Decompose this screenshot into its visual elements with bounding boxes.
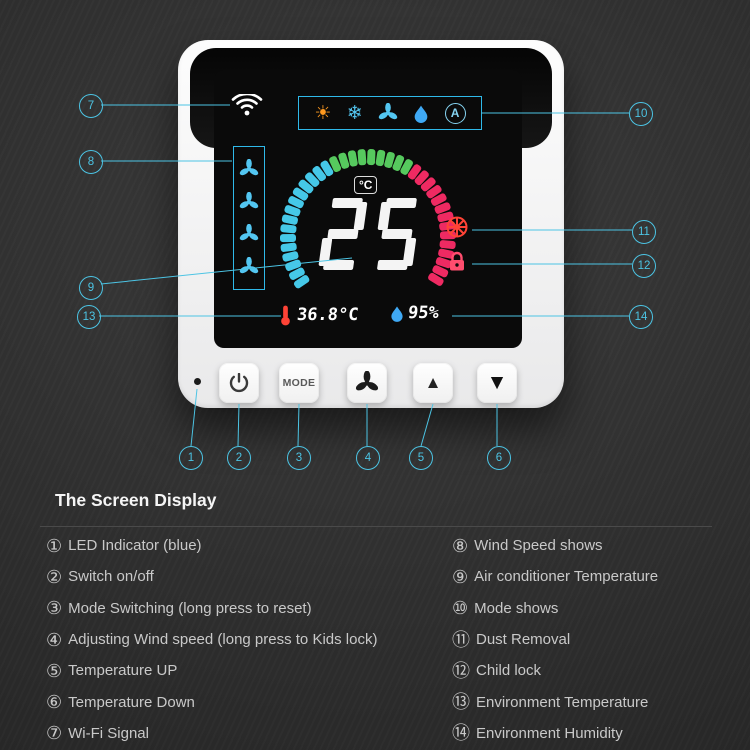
callout-line-3 — [297, 403, 300, 447]
temperature-unit-badge: °C — [354, 176, 378, 194]
mode-button: MODE — [279, 363, 319, 403]
legend-item-12: ⑫ Child lock — [452, 655, 658, 686]
environment-humidity-readout: 95% — [390, 303, 440, 323]
legend-num-14: ⑭ — [452, 723, 470, 744]
callout-number-3: 3 — [287, 446, 311, 470]
cool-snowflake-mode-icon: ❄ — [346, 102, 363, 124]
legend-label-13: Environment Temperature — [476, 693, 649, 711]
legend-num-10: ⑩ — [452, 598, 469, 619]
callout-number-1: 1 — [179, 446, 203, 470]
legend-left-column: ① LED Indicator (blue) ② Switch on/off ③ Mo… — [46, 530, 377, 749]
legend-num-7: ⑦ — [46, 723, 63, 744]
mode-icons-group: ☀ ❄ A — [298, 96, 482, 130]
legend-item-9: ⑨ Air conditioner Temperature — [452, 561, 658, 592]
legend-label-11: Dust Removal — [476, 631, 571, 649]
legend-label-5: Temperature UP — [68, 662, 178, 680]
legend-item-2: ② Switch on/off — [46, 561, 377, 592]
auto-mode-icon: A — [444, 102, 466, 124]
callout-number-2: 2 — [227, 446, 251, 470]
callout-line-5 — [420, 403, 434, 447]
callout-number-13: 13 — [77, 305, 101, 329]
heat-sun-mode-icon: ☀ — [314, 102, 332, 124]
device-screen: ☀ ❄ A °C — [214, 70, 522, 348]
callout-number-4: 4 — [356, 446, 380, 470]
down-arrow-icon: ▼ — [486, 371, 508, 394]
environment-temperature-readout: 36.8°C — [278, 303, 360, 327]
legend-item-13: ⑬ Environment Temperature — [452, 686, 658, 717]
legend-num-12: ⑫ — [452, 660, 470, 681]
legend-item-5: ⑤ Temperature UP — [46, 655, 377, 686]
callout-number-12: 12 — [632, 254, 656, 278]
legend-item-14: ⑭ Environment Humidity — [452, 718, 658, 749]
legend-num-8: ⑧ — [452, 535, 469, 556]
legend-num-2: ② — [46, 566, 63, 587]
temperature-arc-gauge — [279, 149, 457, 289]
dust-removal-icon — [446, 216, 468, 238]
legend-item-4: ④ Adjusting Wind speed (long press to Kid… — [46, 624, 377, 655]
wifi-icon — [231, 94, 263, 116]
legend-item-11: ⑪ Dust Removal — [452, 624, 658, 655]
legend-title: The Screen Display — [55, 490, 217, 510]
thermometer-icon — [281, 305, 290, 326]
legend-item-8: ⑧ Wind Speed shows — [452, 530, 658, 561]
legend-num-11: ⑪ — [452, 629, 470, 650]
legend-num-5: ⑤ — [46, 660, 63, 681]
legend-label-12: Child lock — [476, 662, 542, 680]
legend-label-2: Switch on/off — [68, 568, 154, 586]
fan-speed-button — [347, 363, 387, 403]
legend-item-7: ⑦ Wi-Fi Signal — [46, 718, 377, 749]
legend-num-4: ④ — [46, 629, 63, 650]
legend-divider — [40, 526, 712, 527]
callout-number-7: 7 — [79, 94, 103, 118]
callout-number-5: 5 — [409, 446, 433, 470]
legend-item-6: ⑥ Temperature Down — [46, 686, 377, 717]
callout-line-2 — [237, 403, 240, 447]
legend-label-4: Adjusting Wind speed (long press to Kids… — [68, 631, 378, 649]
legend-label-3: Mode Switching (long press to reset) — [68, 599, 312, 617]
humidity-drop-icon — [391, 306, 403, 322]
temperature-down-button: ▼ — [477, 363, 517, 403]
power-icon — [229, 373, 249, 393]
legend-item-1: ① LED Indicator (blue) — [46, 530, 377, 561]
legend-num-3: ③ — [46, 598, 63, 619]
callout-number-9: 9 — [79, 276, 103, 300]
callout-number-8: 8 — [79, 150, 103, 174]
legend-label-14: Environment Humidity — [476, 724, 623, 742]
callout-number-14: 14 — [629, 305, 653, 329]
legend-item-3: ③ Mode Switching (long press to reset) — [46, 593, 377, 624]
legend-num-1: ① — [46, 535, 63, 556]
callout-number-10: 10 — [629, 102, 653, 126]
legend-num-6: ⑥ — [46, 692, 63, 713]
environment-temperature-value: 36.8°C — [295, 305, 360, 325]
legend-num-13: ⑬ — [452, 692, 470, 713]
up-arrow-icon: ▲ — [424, 373, 442, 392]
legend-num-9: ⑨ — [452, 566, 469, 587]
legend-label-10: Mode shows — [474, 599, 559, 617]
legend-label-8: Wind Speed shows — [474, 537, 603, 555]
legend-label-6: Temperature Down — [68, 693, 195, 711]
power-button — [219, 363, 259, 403]
fan-icon — [355, 371, 379, 393]
legend-item-10: ⑩ Mode shows — [452, 593, 658, 624]
temperature-up-button: ▲ — [413, 363, 453, 403]
setpoint-temperature-digits — [318, 198, 417, 270]
environment-humidity-value: 95% — [406, 303, 440, 323]
legend-label-1: LED Indicator (blue) — [68, 537, 202, 555]
led-indicator — [194, 378, 201, 385]
legend-label-9: Air conditioner Temperature — [474, 568, 659, 586]
child-lock-icon — [450, 251, 464, 271]
callout-number-6: 6 — [487, 446, 511, 470]
fan-speed-icons-group — [233, 146, 265, 290]
mode-button-label: MODE — [282, 377, 316, 389]
callout-number-11: 11 — [632, 220, 656, 244]
thermostat-device: ☀ ❄ A °C — [178, 40, 564, 408]
legend-right-column: ⑧ Wind Speed shows ⑨ Air conditioner Tempe… — [452, 530, 658, 749]
legend-label-7: Wi-Fi Signal — [68, 724, 149, 742]
